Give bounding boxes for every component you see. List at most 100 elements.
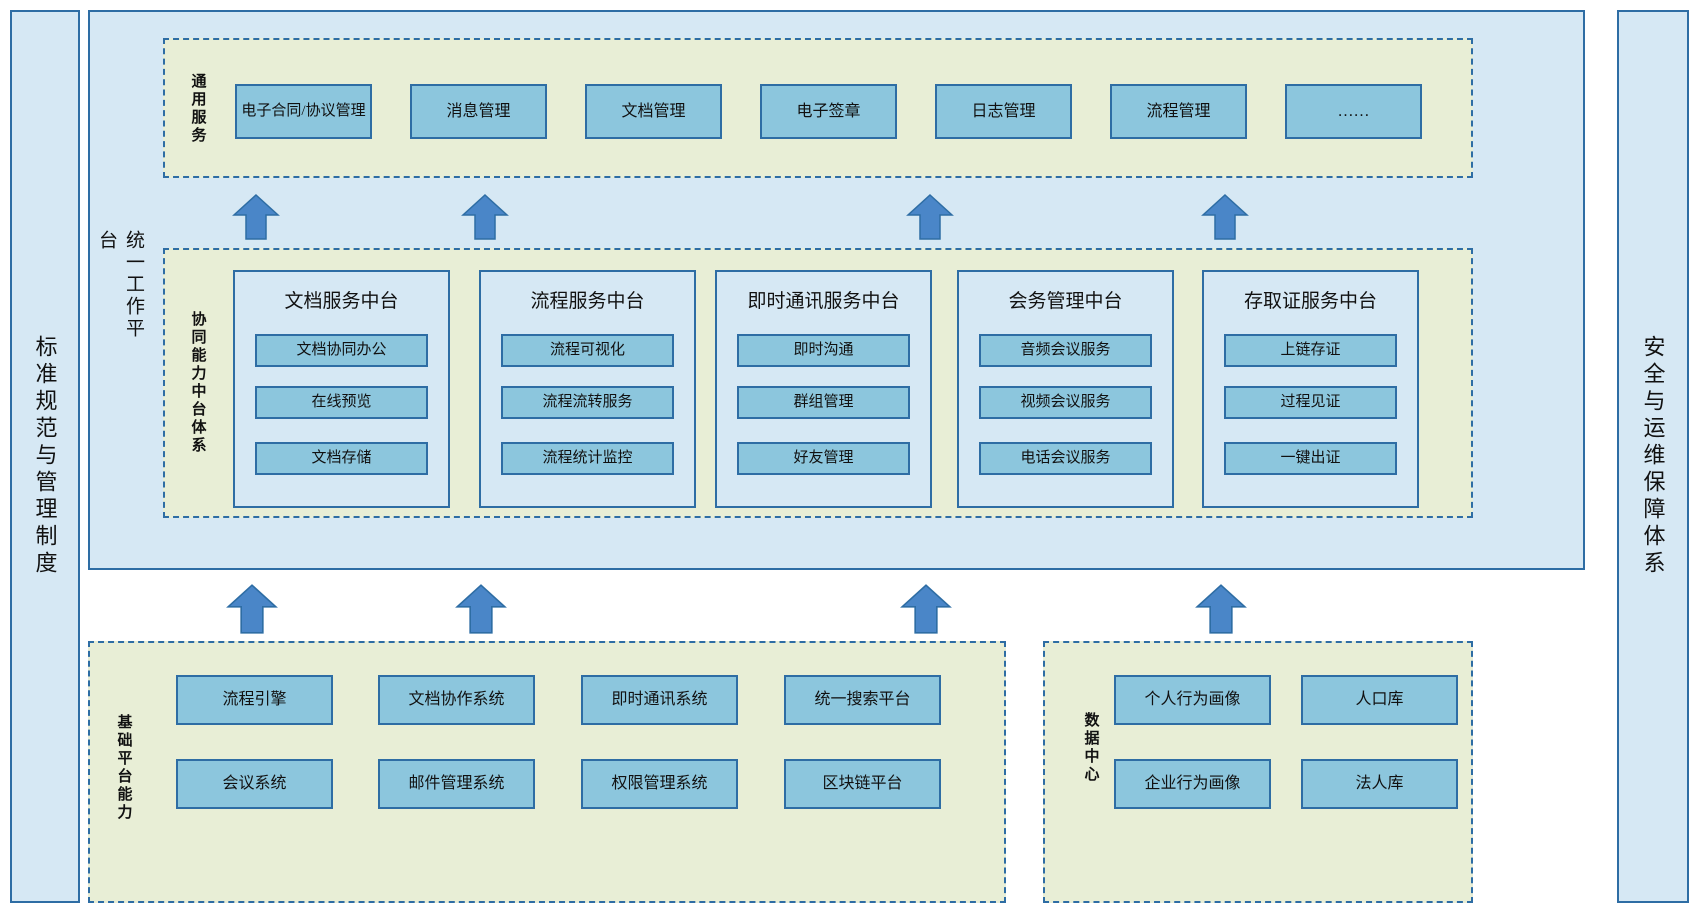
middle-panel-2-item-1[interactable]: 群组管理	[737, 386, 910, 419]
middle-panel-0-title: 文档服务中台	[284, 291, 399, 312]
arrow-up-4	[1201, 193, 1249, 241]
general-service-item-3[interactable]: 电子签章	[760, 84, 897, 139]
data-center-item-0-0[interactable]: 个人行为画像	[1114, 675, 1271, 725]
base-platform-item-1-3[interactable]: 区块链平台	[784, 759, 941, 809]
general-service-item-4-label: 日志管理	[971, 102, 1036, 120]
middle-panel-2: 即时通讯服务中台 即时沟通 群组管理 好友管理	[715, 270, 932, 508]
middle-panel-2-item-0-label: 即时沟通	[793, 342, 854, 359]
base-platform-label-wrap: 基础平台能力	[106, 668, 142, 868]
base-platform-item-1-2-label: 权限管理系统	[611, 775, 708, 792]
middle-panel-1-item-2[interactable]: 流程统计监控	[501, 442, 674, 475]
general-services-label-wrap: 通用服务	[180, 62, 216, 156]
base-platform-item-1-1-label: 邮件管理系统	[408, 775, 505, 792]
arrow-up-7	[900, 583, 952, 635]
middle-panel-2-title: 即时通讯服务中台	[747, 291, 900, 312]
general-service-item-1-label: 消息管理	[446, 102, 511, 120]
general-service-item-0-label: 电子合同/协议管理	[241, 103, 366, 120]
left-pillar-label: 标准规范与管理制度	[32, 335, 58, 578]
middle-panel-2-item-0[interactable]: 即时沟通	[737, 334, 910, 367]
middle-panel-3-item-0[interactable]: 音频会议服务	[979, 334, 1152, 367]
base-platform-item-0-3[interactable]: 统一搜索平台	[784, 675, 941, 725]
middle-panel-1-item-1[interactable]: 流程流转服务	[501, 386, 674, 419]
middle-panel-1-item-1-label: 流程流转服务	[542, 394, 633, 411]
right-pillar-label: 安全与运维保障体系	[1640, 335, 1666, 578]
middle-panel-3: 会务管理中台 音频会议服务 视频会议服务 电话会议服务	[957, 270, 1174, 508]
middle-panel-4-title: 存取证服务中台	[1243, 291, 1377, 312]
base-platform-item-0-3-label: 统一搜索平台	[814, 691, 911, 708]
middle-panel-3-title: 会务管理中台	[1008, 291, 1123, 312]
data-center-item-0-0-label: 个人行为画像	[1144, 691, 1241, 708]
general-service-item-1[interactable]: 消息管理	[410, 84, 547, 139]
data-center-item-1-1-label: 法人库	[1355, 775, 1404, 792]
middle-panel-1-item-2-label: 流程统计监控	[542, 450, 633, 467]
middle-panel-1-item-0-label: 流程可视化	[549, 342, 625, 359]
middle-panel-4-item-2[interactable]: 一键出证	[1224, 442, 1397, 475]
general-service-item-3-label: 电子签章	[796, 102, 861, 120]
general-service-item-6[interactable]: ……	[1285, 84, 1422, 139]
middle-panel-2-item-2[interactable]: 好友管理	[737, 442, 910, 475]
middle-panel-0-item-0[interactable]: 文档协同办公	[255, 334, 428, 367]
data-center-label-wrap: 数据中心	[1074, 688, 1108, 808]
middle-panel-4-item-1[interactable]: 过程见证	[1224, 386, 1397, 419]
data-center-item-0-1-label: 人口库	[1355, 691, 1404, 708]
general-service-item-6-label: ……	[1337, 102, 1370, 120]
middle-panel-1-title: 流程服务中台	[530, 291, 645, 312]
general-service-item-2-label: 文档管理	[621, 102, 686, 120]
unified-work-platform-label: 统一工作平台	[96, 230, 144, 340]
right-pillar: 安全与运维保障体系	[1617, 10, 1689, 903]
middle-platform-label-wrap: 协同能力中台体系	[180, 275, 216, 490]
middle-panel-1: 流程服务中台 流程可视化 流程流转服务 流程统计监控	[479, 270, 696, 508]
data-center-item-1-1[interactable]: 法人库	[1301, 759, 1458, 809]
base-platform-item-1-0[interactable]: 会议系统	[176, 759, 333, 809]
base-platform-item-1-0-label: 会议系统	[222, 775, 287, 792]
middle-panel-0: 文档服务中台 文档协同办公 在线预览 文档存储	[233, 270, 450, 508]
middle-panel-4-item-2-label: 一键出证	[1280, 450, 1341, 467]
middle-panel-3-item-2-label: 电话会议服务	[1020, 450, 1111, 467]
general-services-label: 通用服务	[189, 73, 207, 145]
middle-panel-0-item-1-label: 在线预览	[311, 394, 372, 411]
data-center-item-1-0-label: 企业行为画像	[1144, 775, 1241, 792]
middle-panel-3-item-2[interactable]: 电话会议服务	[979, 442, 1152, 475]
arrow-up-6	[455, 583, 507, 635]
base-platform-item-1-2[interactable]: 权限管理系统	[581, 759, 738, 809]
general-service-item-0[interactable]: 电子合同/协议管理	[235, 84, 372, 139]
arrow-up-3	[906, 193, 954, 241]
base-platform-item-0-1[interactable]: 文档协作系统	[378, 675, 535, 725]
middle-panel-3-item-1[interactable]: 视频会议服务	[979, 386, 1152, 419]
base-platform-item-0-2-label: 即时通讯系统	[611, 691, 708, 708]
general-service-item-2[interactable]: 文档管理	[585, 84, 722, 139]
base-platform-item-0-0[interactable]: 流程引擎	[176, 675, 333, 725]
middle-panel-0-item-1[interactable]: 在线预览	[255, 386, 428, 419]
base-platform-item-1-1[interactable]: 邮件管理系统	[378, 759, 535, 809]
middle-panel-0-item-0-label: 文档协同办公	[296, 342, 387, 359]
arrow-up-8	[1195, 583, 1247, 635]
base-platform-item-0-2[interactable]: 即时通讯系统	[581, 675, 738, 725]
data-center-label: 数据中心	[1082, 712, 1100, 784]
base-platform-item-0-1-label: 文档协作系统	[408, 691, 505, 708]
general-service-item-5-label: 流程管理	[1146, 102, 1211, 120]
left-pillar: 标准规范与管理制度	[10, 10, 80, 903]
data-center-item-1-0[interactable]: 企业行为画像	[1114, 759, 1271, 809]
middle-panel-2-item-1-label: 群组管理	[793, 394, 854, 411]
base-platform-item-1-3-label: 区块链平台	[822, 775, 903, 792]
middle-panel-0-item-2-label: 文档存储	[311, 450, 372, 467]
middle-panel-3-item-0-label: 音频会议服务	[1020, 342, 1111, 359]
middle-panel-4: 存取证服务中台 上链存证 过程见证 一键出证	[1202, 270, 1419, 508]
general-service-item-4[interactable]: 日志管理	[935, 84, 1072, 139]
base-platform-item-0-0-label: 流程引擎	[222, 691, 287, 708]
arrow-up-2	[461, 193, 509, 241]
middle-panel-0-item-2[interactable]: 文档存储	[255, 442, 428, 475]
middle-panel-4-item-0-label: 上链存证	[1280, 342, 1341, 359]
unified-work-platform-label-wrap: 统一工作平台	[96, 230, 144, 350]
middle-panel-2-item-2-label: 好友管理	[793, 450, 854, 467]
middle-panel-4-item-1-label: 过程见证	[1280, 394, 1341, 411]
middle-panel-4-item-0[interactable]: 上链存证	[1224, 334, 1397, 367]
data-center-item-0-1[interactable]: 人口库	[1301, 675, 1458, 725]
middle-panel-3-item-1-label: 视频会议服务	[1020, 394, 1111, 411]
general-service-item-5[interactable]: 流程管理	[1110, 84, 1247, 139]
arrow-up-5	[226, 583, 278, 635]
base-platform-label: 基础平台能力	[115, 714, 133, 822]
middle-panel-1-item-0[interactable]: 流程可视化	[501, 334, 674, 367]
arrow-up-1	[232, 193, 280, 241]
